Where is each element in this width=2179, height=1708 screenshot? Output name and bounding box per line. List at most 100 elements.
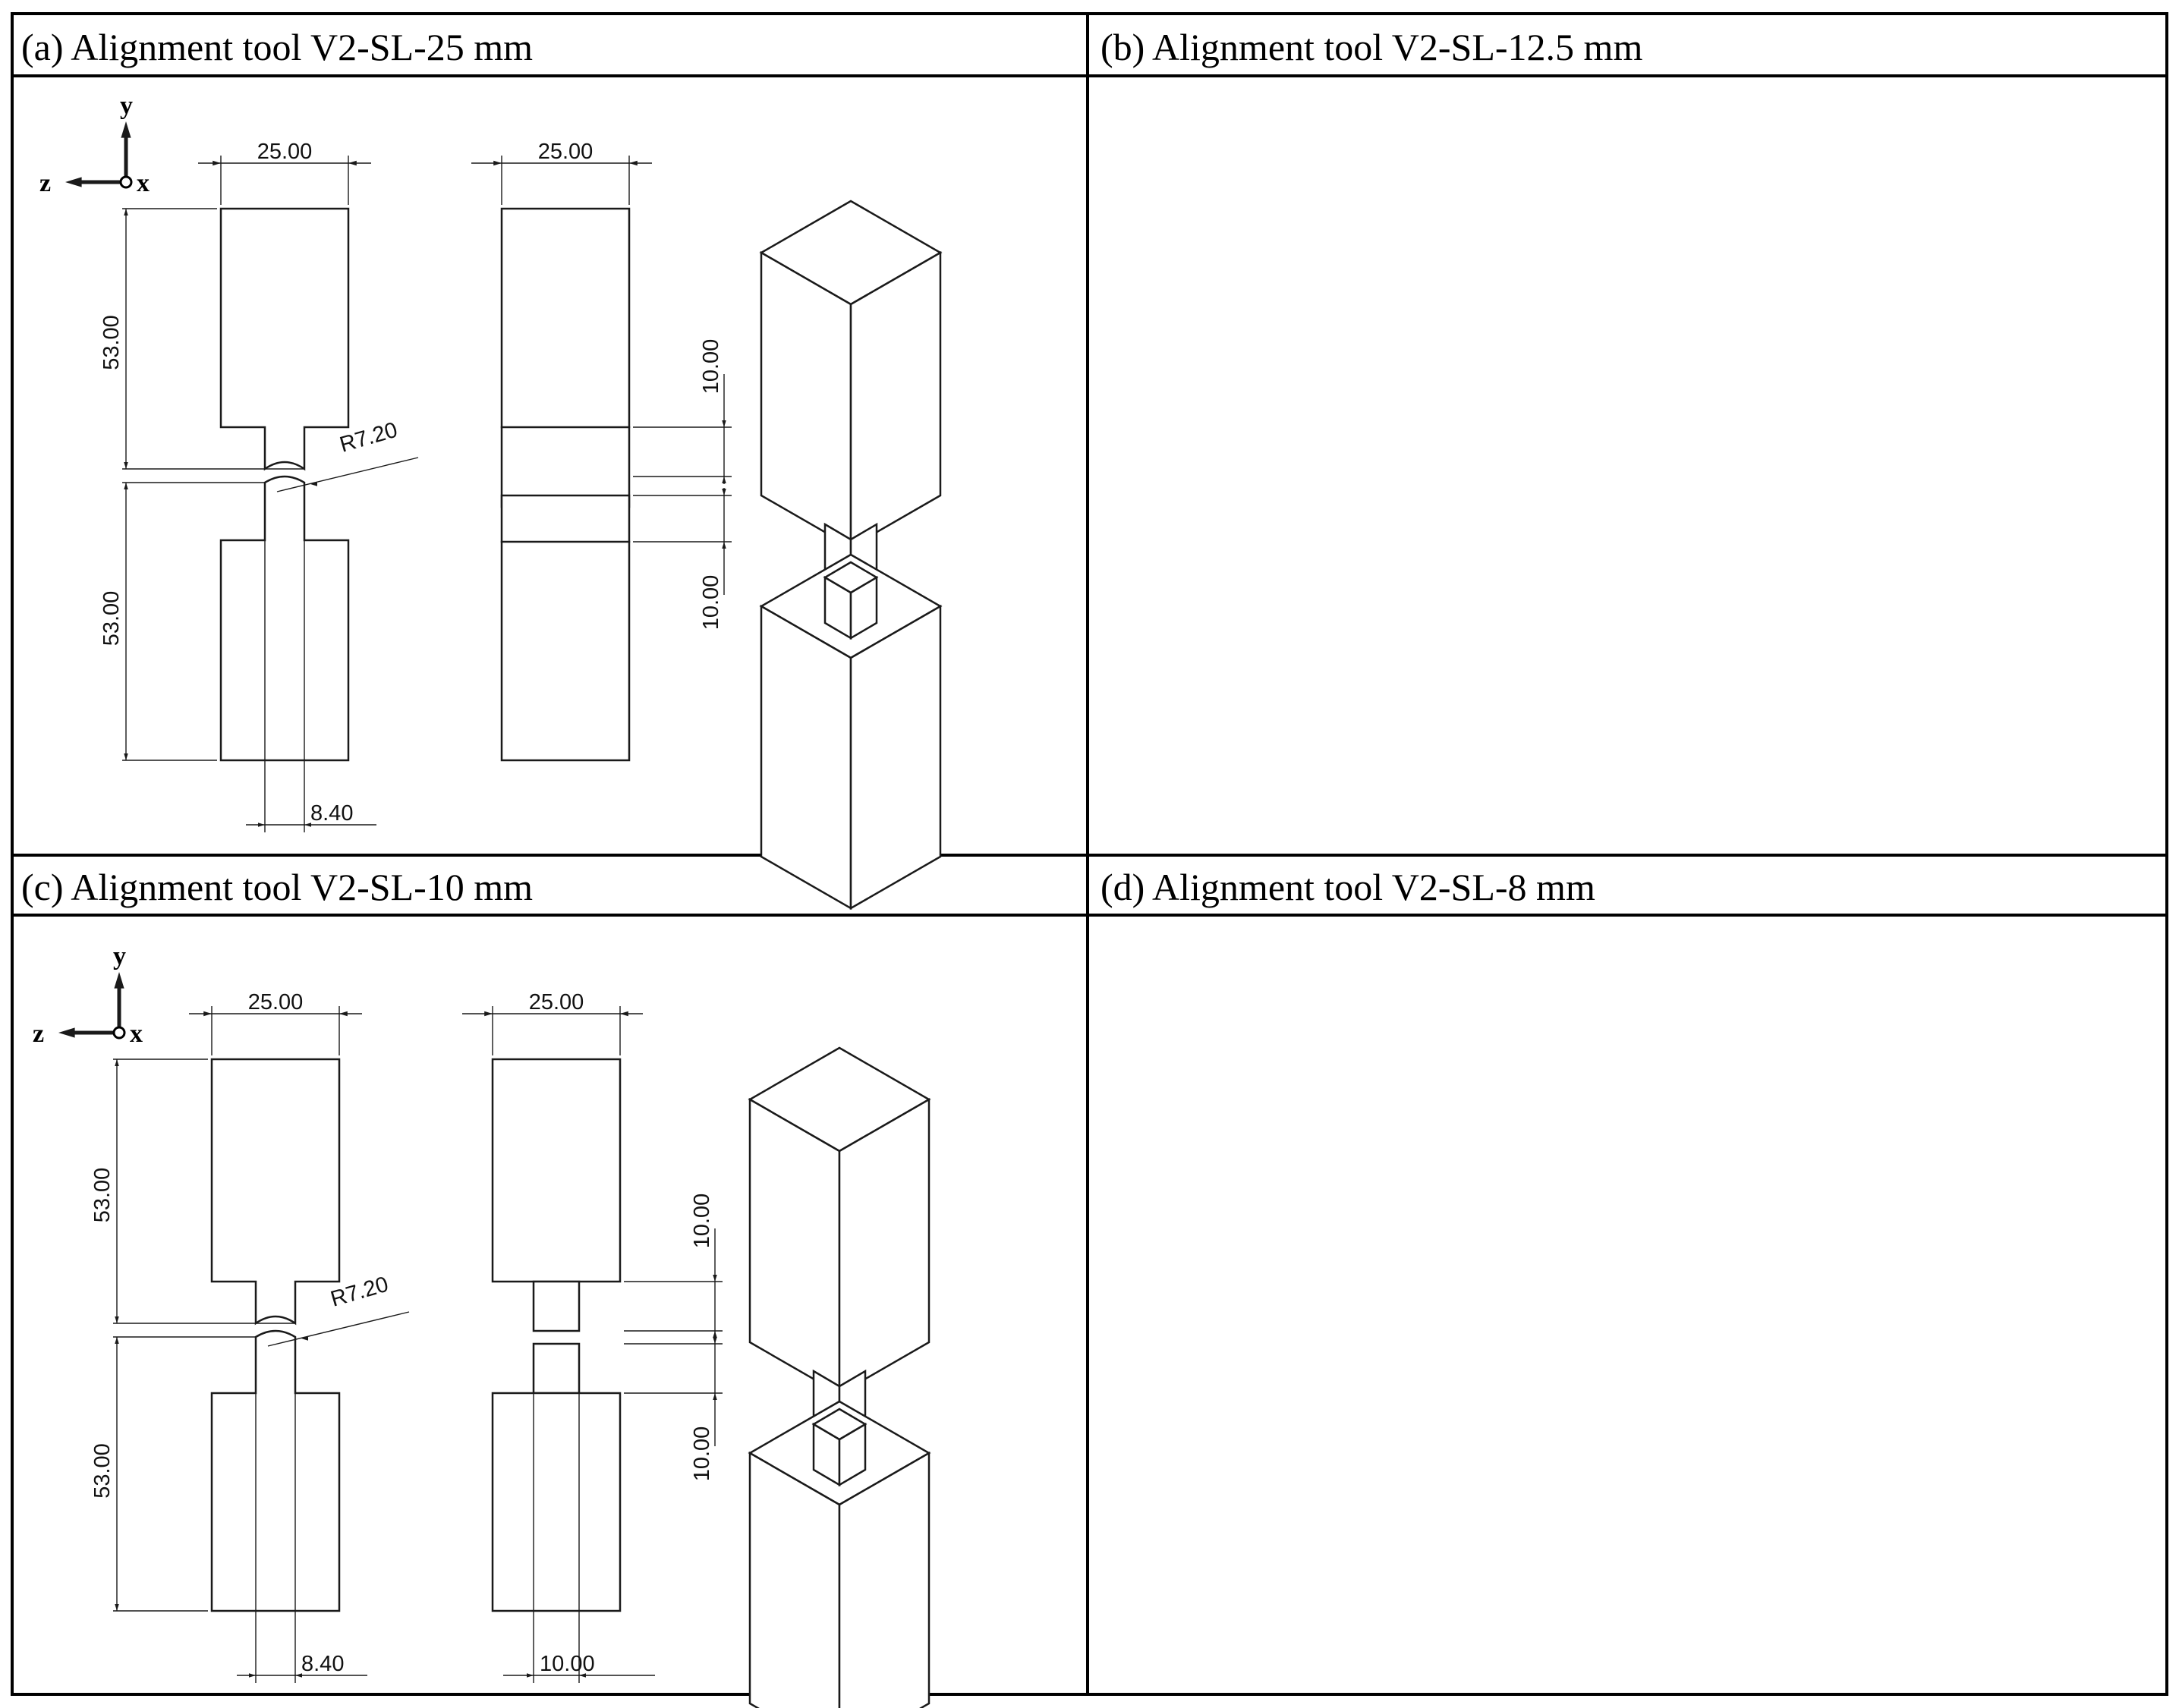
top-width-label: 25.00 [248,990,304,1014]
panels: (a) Alignment tool V2-SL-25 mm y z x 25.00 53… [21,26,1642,1708]
dimension-arrow [258,823,265,827]
iso-upper-right [838,1097,930,1396]
lower-block-side [500,494,631,762]
iso-upper-left [748,1097,841,1396]
dimension-arrow [484,1011,493,1017]
panel-title: (d) Alignment tool V2-SL-8 mm [1101,866,1595,908]
dimension-arrow [65,177,82,187]
upper-block-side [500,207,631,508]
dimension-arrow [124,753,128,760]
iso-upper-right [849,250,942,549]
side-view: 10.00 25.00 10.00 10.00 [462,990,723,1683]
panel-title: (b) Alignment tool V2-SL-12.5 mm [1101,26,1642,68]
dimension-arrow [722,420,726,427]
radius-leader [276,457,419,492]
iso-lower-neck-top [811,1408,868,1441]
upper-block-front [219,207,350,471]
y-axis-label: y [120,92,133,120]
upper-step-label: 10.00 [690,1194,714,1249]
dimension-arrow [115,1337,119,1344]
x-axis-label: x [137,169,150,197]
panel-grid [11,12,2168,1696]
axis-triad: y z x [39,92,150,197]
lower-neck-side [532,1342,581,1395]
isometric-view [748,1046,931,1708]
iso-lower-right [838,1451,930,1708]
dimension-arrow [310,482,317,486]
axis-triad: y z x [33,942,143,1048]
dimension-arrow [713,1393,717,1400]
panel-title: (a) Alignment tool V2-SL-25 mm [21,26,533,68]
dimension-arrow [115,1604,119,1611]
panel-a: (a) Alignment tool V2-SL-25 mm y z x 25.00 53… [21,26,943,911]
dimension-arrow [579,1673,586,1678]
dimension-arrow [249,1673,256,1678]
y-axis-label: y [113,942,126,970]
dimension-arrow [722,489,726,495]
iso-upper-left [760,250,852,549]
side-view: 25.00 10.00 10.00 [471,140,732,762]
iso-lower-neck-top [823,561,879,594]
lower-height-label: 53.00 [99,591,124,646]
radius-leader [267,1311,410,1347]
upper-neck-side [532,1280,581,1332]
top-width-label: 25.00 [257,140,313,164]
dimension-arrow [348,160,357,166]
dimension-arrow [301,1336,308,1341]
dimension-arrow [124,483,128,489]
lower-height-label: 53.00 [90,1443,115,1499]
dimension-arrow [722,542,726,549]
panel-title: (c) Alignment tool V2-SL-10 mm [21,866,533,908]
dimension-arrow [295,1673,302,1678]
panel-d: (d) Alignment tool V2-SL-8 mmyzx25.0053.… [1101,866,1595,908]
upper-height-label: 53.00 [90,1168,115,1223]
z-axis-label: z [39,169,51,197]
dimension-arrow [620,1011,628,1017]
dimension-arrow [629,160,638,166]
dimension-arrow [124,209,128,215]
dimension-arrow [339,1011,348,1017]
upper-height-label: 53.00 [99,315,124,370]
isometric-view [759,200,943,911]
x-axis-origin [119,175,133,189]
dimension-arrow [114,972,124,989]
panel-b: (b) Alignment tool V2-SL-12.5 mmyzx25.00… [1101,26,1642,68]
dimension-arrow [527,1673,534,1678]
dimension-arrow [722,477,726,483]
dimension-arrow [493,160,502,166]
x-axis-label: x [130,1020,143,1048]
neck-width-label: 8.40 [301,1652,344,1676]
dimension-arrow [713,1337,717,1344]
iso-lower-left [760,604,852,911]
dimension-arrow [115,1059,119,1066]
dimension-arrow [203,1011,212,1017]
side-neck-width-label: 10.00 [540,1652,595,1676]
upper-block-side [491,1058,622,1283]
dimension-arrow [713,1275,717,1282]
dimension-arrow [124,462,128,469]
lower-block-front [219,475,350,762]
panel-c: (c) Alignment tool V2-SL-10 mm y z x 25.00 53… [21,866,931,1708]
side-width-label: 25.00 [538,140,594,164]
dimension-arrow [304,823,311,827]
side-width-label: 25.00 [529,990,584,1014]
neck-width-label: 8.40 [310,801,353,826]
lower-block-front [210,1329,341,1612]
x-axis-origin [112,1026,126,1040]
iso-lower-right [849,604,942,911]
lower-step-label: 10.00 [699,575,723,631]
lower-step-label: 10.00 [690,1426,714,1482]
dimension-arrow [121,121,131,138]
lower-block-side [491,1392,622,1612]
dimension-arrow [713,1331,717,1338]
upper-step-label: 10.00 [699,339,723,395]
iso-lower-left [748,1451,841,1708]
upper-block-front [210,1058,341,1326]
z-axis-label: z [33,1020,44,1048]
